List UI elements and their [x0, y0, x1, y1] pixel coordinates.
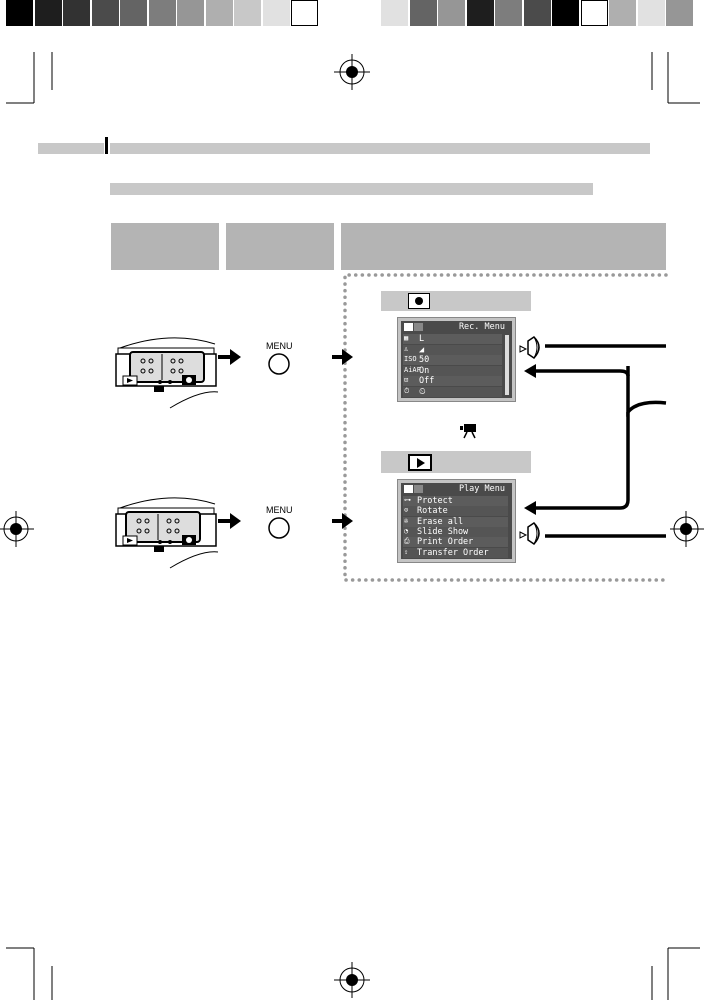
rec-menu-row: ⊡ Off [403, 376, 502, 386]
color-swatch [609, 0, 636, 26]
speaker-icon-top [519, 336, 540, 359]
color-swatch [409, 0, 437, 26]
registration-target-bottom [334, 962, 370, 998]
color-swatch [234, 0, 261, 26]
rec-menu-scrollbar [505, 335, 509, 395]
movie-mode-icon [460, 424, 476, 439]
color-swatch [466, 0, 494, 26]
rec-menu-row-value: ◢ [419, 344, 425, 355]
rec-menu-row-value: On [419, 365, 430, 376]
color-swatch [552, 0, 579, 26]
color-swatch [666, 0, 693, 26]
play-menu-item-label: Protect [417, 496, 453, 506]
play-menu-item-icon: ⇪ [404, 547, 409, 556]
rec-menu-title: Rec. Menu [458, 322, 505, 332]
color-swatch [291, 0, 318, 26]
play-menu-item-icon: ◔ [404, 526, 409, 535]
menu-button-label-play: MENU [266, 505, 293, 515]
play-menu-item-label: Transfer Order [417, 547, 489, 558]
play-menu-title: Play Menu [458, 484, 505, 494]
column-header-2 [226, 223, 334, 270]
play-menu-item-icon: ⊙ [404, 506, 409, 515]
rec-menu-row-value: 50 [419, 355, 430, 365]
color-swatch [438, 0, 465, 26]
rec-menu-row-icon: ▦ [404, 334, 409, 342]
registration-target-left [0, 511, 34, 547]
color-swatch [637, 0, 665, 26]
play-menu-item-icon: ✇ [404, 516, 409, 525]
camera-dial-illustration-play [115, 497, 219, 569]
color-swatch [120, 0, 147, 26]
color-swatch [262, 0, 290, 26]
play-mode-tab [381, 451, 531, 473]
rec-menu-row: ⏱⏲ [403, 386, 502, 397]
play-menu-item-icon: ⎙ [404, 537, 410, 546]
play-menu-item-label: Print Order [417, 537, 474, 548]
rec-menu-row-icon: ♙ [404, 344, 409, 353]
color-swatch [6, 0, 33, 26]
setup-tab-icon [414, 485, 423, 493]
subheading-bar [110, 183, 593, 195]
section-header-bar [110, 143, 650, 154]
play-mode-icon [408, 454, 432, 471]
play-menu-item-label: Rotate [417, 506, 448, 517]
rec-menu-row-icon: ISO [404, 355, 417, 363]
color-swatch [34, 0, 62, 26]
menu-button-label-rec: MENU [266, 341, 293, 351]
rec-menu-row-icon: AiAF [404, 365, 421, 374]
setup-tab-icon [414, 323, 423, 331]
color-swatch [205, 0, 233, 26]
play-menu-item-label: Erase all [417, 516, 464, 527]
color-swatch [495, 0, 522, 26]
camera-mode-icon [408, 293, 430, 309]
rec-menu-row-icon: ⏱ [404, 386, 410, 395]
play-menu-screen: Play Menu ⊶ Protect ⊙ Rotate ✇ Erase all ◔ Slid… [397, 479, 516, 563]
section-tab-bar [38, 143, 104, 154]
color-swatch [580, 0, 608, 26]
play-menu-item: ⎙ Print Order [403, 537, 508, 548]
play-menu-item-label: Slide Show [417, 526, 469, 537]
play-tab-icon [404, 485, 413, 493]
rec-mode-tab [381, 291, 531, 311]
registration-target-top [334, 54, 370, 90]
rec-menu-row: ▦L [403, 334, 502, 344]
color-swatch [381, 0, 408, 26]
column-header-1 [111, 223, 219, 270]
menu-button-rec [268, 353, 290, 375]
rec-menu-row-icon: ⊡ [404, 376, 409, 384]
registration-target-right [670, 511, 704, 547]
play-menu-item: ⊶ Protect [403, 496, 508, 506]
rec-menu-row: ♙◢ [403, 344, 502, 355]
color-swatch [148, 0, 176, 26]
camera-dial-illustration-rec [115, 337, 219, 409]
play-menu-item: ⊙ Rotate [403, 506, 508, 517]
play-menu-item: ◔ Slide Show [403, 526, 508, 537]
rec-menu-row-value: L [419, 334, 425, 344]
section-marker [105, 137, 108, 154]
color-swatch [91, 0, 119, 26]
rec-menu-row-value: Off [419, 376, 435, 386]
camera-tab-icon [404, 323, 413, 331]
color-swatch [63, 0, 90, 26]
play-menu-item-icon: ⊶ [404, 496, 411, 504]
play-menu-item: ⇪ Transfer Order [403, 547, 508, 558]
play-menu-item: ✇ Erase all [403, 516, 508, 527]
color-swatch [523, 0, 551, 26]
color-swatch [177, 0, 204, 26]
speaker-icon-bottom [519, 522, 540, 545]
menu-button-play [268, 517, 290, 539]
column-header-3 [341, 223, 666, 270]
rec-menu-row-value: ⏲ [419, 386, 426, 397]
